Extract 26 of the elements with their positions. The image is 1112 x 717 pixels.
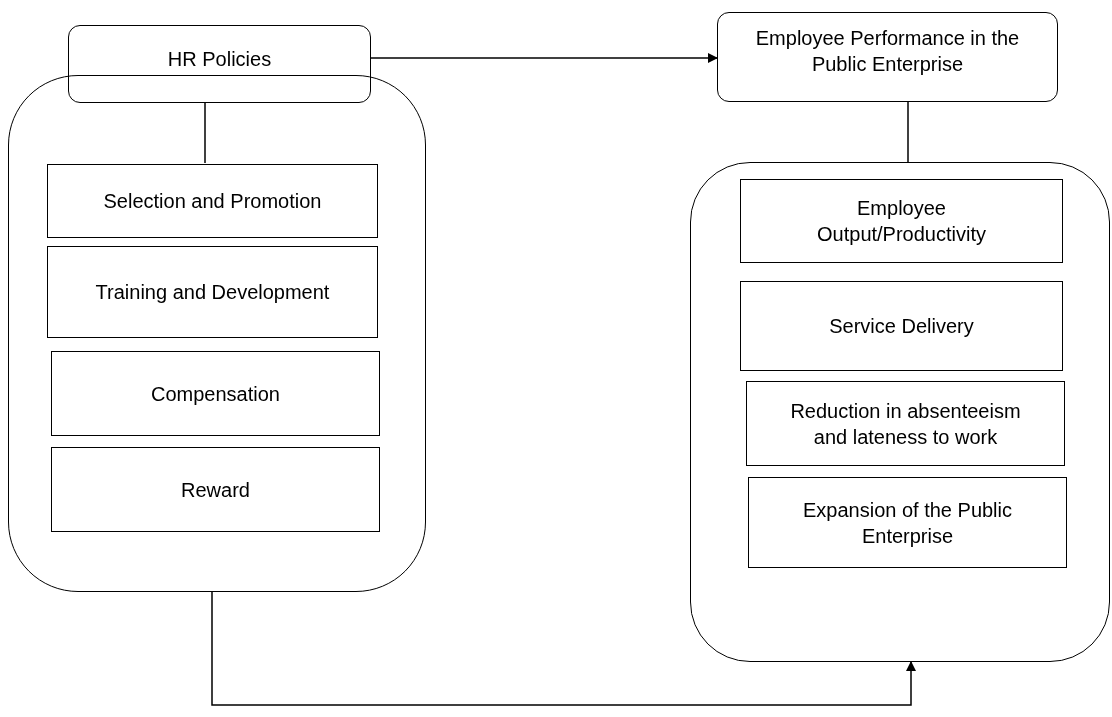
box-label: Employee Output/Productivity (816, 196, 987, 247)
rounded-container (8, 75, 426, 592)
process-box (740, 179, 1063, 263)
box-label: Employee Performance in the Public Enterprise (754, 26, 1021, 77)
box-label: Selection and Promotion (102, 189, 323, 214)
process-box (51, 447, 380, 532)
box-label: Compensation (150, 381, 281, 407)
box-label: Service Delivery (828, 314, 975, 339)
process-box (748, 477, 1067, 568)
box-label: Reduction in absenteeism and lateness to work (789, 398, 1022, 450)
connector-line (204, 102, 206, 164)
process-box (47, 246, 378, 338)
box-label: HR Policies (166, 47, 273, 72)
box-label: Reward (180, 477, 251, 503)
heading-box (717, 12, 1058, 102)
process-box (47, 164, 378, 238)
arrow (370, 53, 718, 63)
process-box (51, 351, 380, 436)
process-box (740, 281, 1063, 371)
process-box (746, 381, 1065, 466)
box-label: Expansion of the Public Enterprise (802, 497, 1013, 549)
rounded-container (690, 162, 1110, 662)
heading-box (68, 25, 371, 103)
box-label: Training and Development (94, 280, 331, 305)
arrow (211, 591, 916, 706)
connector-line (907, 101, 909, 163)
